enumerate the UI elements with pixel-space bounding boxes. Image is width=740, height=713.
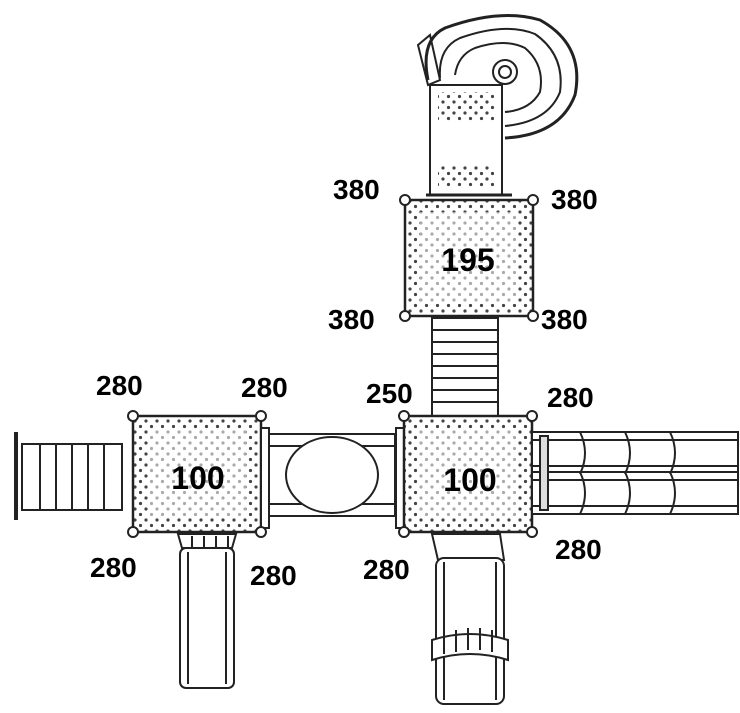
post-label-right-bl: 280 [363,554,410,585]
deck-left [131,414,270,534]
post-right-tr [526,410,538,422]
straight-slide-bottom [430,533,509,705]
deck-top-height: 195 [441,242,495,278]
post-label-left-tl: 280 [96,370,143,401]
post-top-tr [527,194,539,206]
upper-chute [426,84,512,197]
posts [127,194,539,538]
post-right-br [526,526,538,538]
post-label-top-bl: 380 [328,304,375,335]
post-label-left-tr: 280 [241,372,288,403]
crawl-tunnel-bridge [268,433,396,517]
post-right-tl [398,410,410,422]
post-label-right-tr: 280 [547,382,594,413]
deck-right [395,414,534,534]
tube-slide [531,431,739,515]
post-left-bl [127,526,139,538]
deck-top [403,198,535,318]
deck-left-height: 100 [171,460,225,496]
post-left-tr [255,410,267,422]
post-top-tl [399,194,411,206]
post-label-top-tr: 380 [551,184,598,215]
post-label-left-bl: 280 [90,552,137,583]
post-label-top-tl: 380 [333,174,380,205]
post-left-tl [127,410,139,422]
side-ladder [14,432,123,520]
post-label-right-br: 280 [555,534,602,565]
post-right-bl [398,526,410,538]
post-label-left-br: 280 [250,560,297,591]
post-top-br [527,310,539,322]
spiral-slide [416,14,579,140]
deck-right-height: 100 [443,462,497,498]
post-label-right-tl: 250 [366,378,413,409]
post-label-top-br: 380 [541,304,588,335]
vertical-ladder [431,317,499,417]
straight-slide-left [176,533,238,689]
post-left-br [255,526,267,538]
post-top-bl [399,310,411,322]
